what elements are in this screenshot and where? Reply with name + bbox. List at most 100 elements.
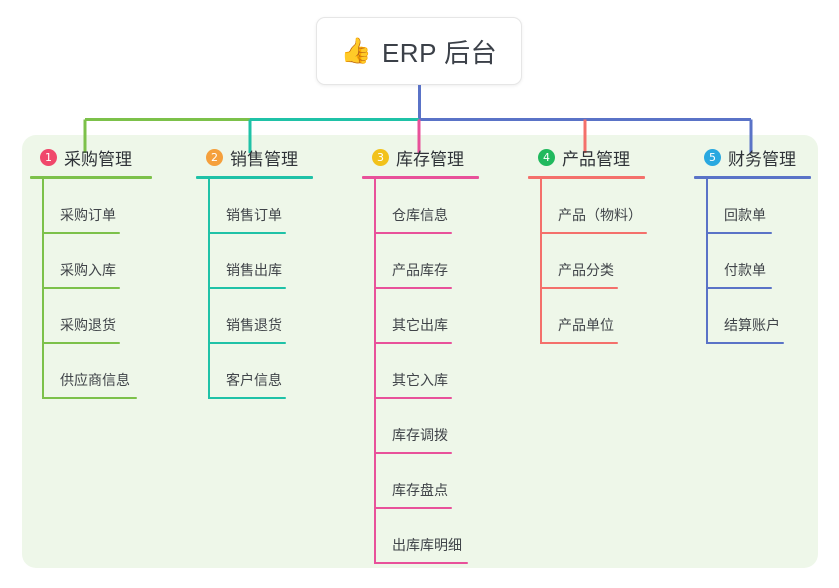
column-header-5[interactable]: 5 财务管理 (694, 145, 811, 169)
leaf-item-label: 付款单 (724, 262, 766, 278)
leaf-item-label: 供应商信息 (60, 372, 130, 388)
column-title-3: 库存管理 (396, 149, 464, 169)
column-title-2: 销售管理 (230, 149, 298, 169)
column-spine-4 (540, 179, 542, 344)
leaf-item-label: 结算账户 (724, 317, 780, 333)
column-header-3[interactable]: 3 库存管理 (362, 145, 479, 169)
leaf-item-rule (540, 342, 618, 344)
column-title-5: 财务管理 (728, 149, 796, 169)
leaf-item[interactable]: 回款单 (694, 179, 811, 234)
leaf-item-rule (42, 287, 120, 289)
column-header-rule-1 (30, 176, 152, 179)
leaf-item[interactable]: 出库库明细 (362, 509, 479, 564)
column-header-rule-5 (694, 176, 811, 179)
leaf-item-label: 采购退货 (60, 317, 116, 333)
leaf-item-label: 销售出库 (226, 262, 282, 278)
column-spine-1 (42, 179, 44, 399)
leaf-item[interactable]: 产品单位 (528, 289, 645, 344)
leaf-item-rule (374, 232, 452, 234)
leaf-item-rule (540, 232, 647, 234)
leaf-item-rule (374, 397, 452, 399)
leaf-item-rule (208, 287, 286, 289)
leaf-item[interactable]: 产品库存 (362, 234, 479, 289)
leaf-item-label: 其它出库 (392, 317, 448, 333)
column-header-rule-4 (528, 176, 645, 179)
column-items-5: 回款单付款单结算账户 (694, 179, 811, 344)
leaf-item-rule (374, 507, 452, 509)
leaf-item[interactable]: 产品（物料） (528, 179, 647, 234)
leaf-item[interactable]: 仓库信息 (362, 179, 479, 234)
leaf-item-rule (706, 287, 772, 289)
leaf-item-label: 产品（物料） (558, 207, 642, 223)
column-5: 5 财务管理回款单付款单结算账户 (694, 145, 811, 344)
column-items-4: 产品（物料） 产品分类产品单位 (528, 179, 647, 344)
leaf-item-label: 产品分类 (558, 262, 614, 278)
leaf-item-rule (42, 342, 120, 344)
leaf-item[interactable]: 采购订单 (30, 179, 152, 234)
column-header-4[interactable]: 4 产品管理 (528, 145, 645, 169)
column-badge-5: 5 (704, 148, 721, 166)
leaf-item-label: 其它入库 (392, 372, 448, 388)
leaf-item[interactable]: 客户信息 (196, 344, 313, 399)
leaf-item[interactable]: 销售出库 (196, 234, 313, 289)
leaf-item-rule (706, 342, 784, 344)
column-2: 2 销售管理销售订单销售出库销售退货客户信息 (196, 145, 313, 399)
leaf-item-rule (374, 452, 452, 454)
root-node[interactable]: 👍 ERP 后台 (316, 17, 522, 85)
leaf-item[interactable]: 库存调拨 (362, 399, 479, 454)
column-1: 1 采购管理采购订单采购入库采购退货供应商信息 (30, 145, 152, 399)
leaf-item[interactable]: 结算账户 (694, 289, 811, 344)
column-title-4: 产品管理 (562, 149, 630, 169)
leaf-item-label: 销售退货 (226, 317, 282, 333)
leaf-item-label: 产品单位 (558, 317, 614, 333)
leaf-item-rule (706, 232, 772, 234)
leaf-item-label: 出库库明细 (392, 537, 462, 553)
thumbs-up-icon: 👍 (340, 36, 372, 65)
leaf-item-label: 回款单 (724, 207, 766, 223)
leaf-item-rule (540, 287, 618, 289)
leaf-item-label: 采购订单 (60, 207, 116, 223)
leaf-item-label: 客户信息 (226, 372, 282, 388)
leaf-item[interactable]: 库存盘点 (362, 454, 479, 509)
column-spine-5 (706, 179, 708, 344)
root-node-content: 👍 ERP 后台 (341, 33, 497, 70)
leaf-item[interactable]: 采购入库 (30, 234, 152, 289)
column-spine-3 (374, 179, 376, 564)
leaf-item-rule (208, 397, 286, 399)
leaf-item[interactable]: 采购退货 (30, 289, 152, 344)
leaf-item-rule (374, 342, 452, 344)
leaf-item[interactable]: 销售订单 (196, 179, 313, 234)
column-badge-1: 1 (40, 148, 57, 166)
leaf-item-label: 库存盘点 (392, 482, 448, 498)
leaf-item[interactable]: 产品分类 (528, 234, 645, 289)
leaf-item-rule (42, 232, 120, 234)
column-badge-3: 3 (372, 148, 389, 166)
column-3: 3 库存管理仓库信息产品库存其它出库其它入库库存调拨库存盘点出库库明细 (362, 145, 479, 564)
column-title-1: 采购管理 (64, 149, 132, 169)
column-items-3: 仓库信息产品库存其它出库其它入库库存调拨库存盘点出库库明细 (362, 179, 479, 564)
column-header-2[interactable]: 2 销售管理 (196, 145, 313, 169)
leaf-item[interactable]: 销售退货 (196, 289, 313, 344)
root-node-title: ERP 后台 (381, 37, 498, 68)
leaf-item[interactable]: 付款单 (694, 234, 811, 289)
leaf-item-rule (42, 397, 137, 399)
column-items-1: 采购订单采购入库采购退货供应商信息 (30, 179, 152, 399)
column-header-rule-3 (362, 176, 479, 179)
column-badge-4: 4 (538, 148, 555, 166)
leaf-item-label: 采购入库 (60, 262, 116, 278)
column-header-1[interactable]: 1 采购管理 (30, 145, 152, 169)
column-header-rule-2 (196, 176, 313, 179)
column-spine-2 (208, 179, 210, 399)
leaf-item[interactable]: 其它入库 (362, 344, 479, 399)
leaf-item-rule (208, 342, 286, 344)
leaf-item-label: 仓库信息 (392, 207, 448, 223)
column-4: 4 产品管理产品（物料） 产品分类产品单位 (528, 145, 647, 344)
background-panel (22, 135, 818, 568)
column-badge-2: 2 (206, 148, 223, 166)
leaf-item[interactable]: 其它出库 (362, 289, 479, 344)
leaf-item[interactable]: 供应商信息 (30, 344, 152, 399)
leaf-item-rule (374, 287, 452, 289)
leaf-item-label: 库存调拨 (392, 427, 448, 443)
leaf-item-rule (208, 232, 286, 234)
